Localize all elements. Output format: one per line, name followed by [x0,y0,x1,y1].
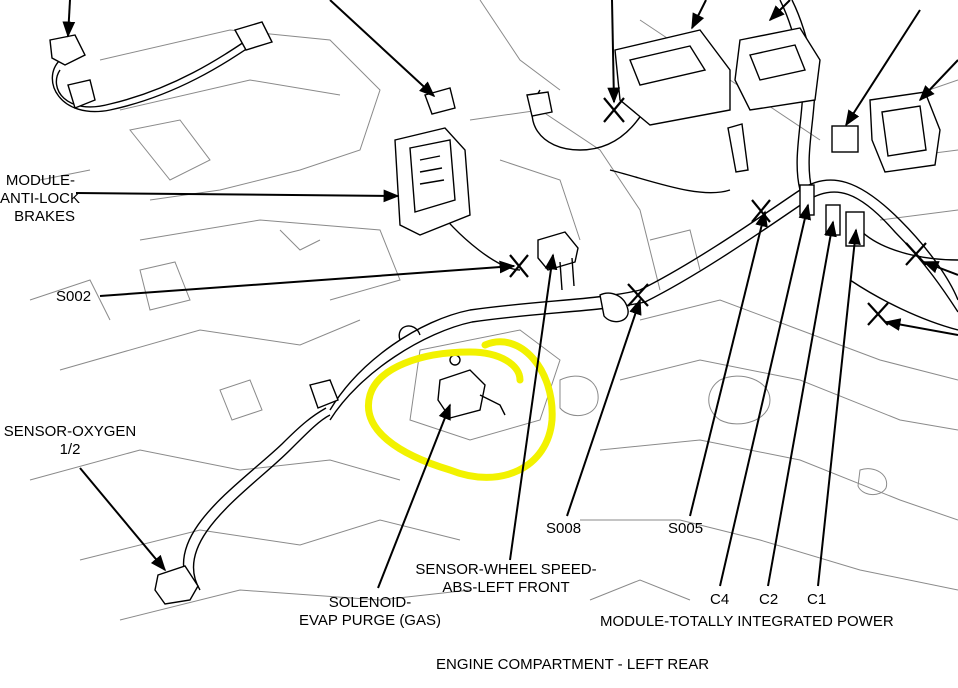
leader-solenoid [377,403,451,589]
label-c4: C4 [710,591,730,608]
connector-top-right [831,91,941,173]
label-c1: C1 [807,591,827,608]
engine-background-sketch [29,0,958,621]
label-s008: S008 [546,520,582,537]
diagram-caption: ENGINE COMPARTMENT - LEFT REAR [436,656,710,673]
leader-top-1 [607,0,621,104]
leader-c1 [817,228,861,587]
leader-right-1 [922,261,958,276]
label-oxygen-sensor: SENSOR-OXYGEN 1/2 [0,423,140,459]
label-abs-module: MODULE- ANTI-LOCK BRAKES [0,172,81,226]
leader-top-right-2 [918,59,958,102]
leader-c2 [767,220,837,587]
leader-s008 [566,298,642,517]
label-oxygen-sensor-line1: SENSOR-OXYGEN [3,423,137,440]
label-s002: S002 [56,288,92,305]
label-abs-module-line2: ANTI-LOCK [0,190,81,207]
label-wheel-speed-line2: ABS-LEFT FRONT [442,579,570,596]
leader-top-2 [691,0,707,30]
label-wheel-speed-line1: SENSOR-WHEEL SPEED- [415,561,597,578]
leader-abs-module [75,189,400,203]
leader-top-3 [768,0,791,22]
highlight-circle [365,338,556,481]
leader-s002 [99,260,516,297]
leader-top-left [62,0,76,38]
leader-top-connector [329,0,436,98]
abs-module-body [394,127,471,236]
leader-lines [62,0,958,589]
oxygen-sensor-connector [154,379,339,605]
leader-top-right-1 [845,9,921,127]
leader-wheel-speed [509,253,558,561]
label-solenoid-line2: EVAP PURGE (GAS) [299,612,441,629]
leader-c4 [719,203,811,587]
leader-s005 [689,210,768,517]
label-wheel-speed-sensor: SENSOR-WHEEL SPEED- ABS-LEFT FRONT [396,561,616,597]
components [49,21,941,605]
leader-right-2 [884,318,958,336]
wheel-speed-connector [537,231,579,291]
label-tipm: MODULE-TOTALLY INTEGRATED POWER [600,613,894,630]
top-left-connectors [49,21,749,323]
label-abs-module-line1: MODULE- [5,172,75,189]
label-solenoid-line1: SOLENOID- [328,594,412,611]
label-c2: C2 [759,591,779,608]
label-abs-module-line3: BRAKES [14,208,75,225]
label-oxygen-sensor-line2: 1/2 [59,441,81,458]
label-solenoid: SOLENOID- EVAP PURGE (GAS) [280,594,460,630]
tipm-housing [614,27,821,126]
label-s005: S005 [668,520,704,537]
leader-oxygen-sensor [79,467,167,572]
solenoid-evap-purge [398,325,506,419]
